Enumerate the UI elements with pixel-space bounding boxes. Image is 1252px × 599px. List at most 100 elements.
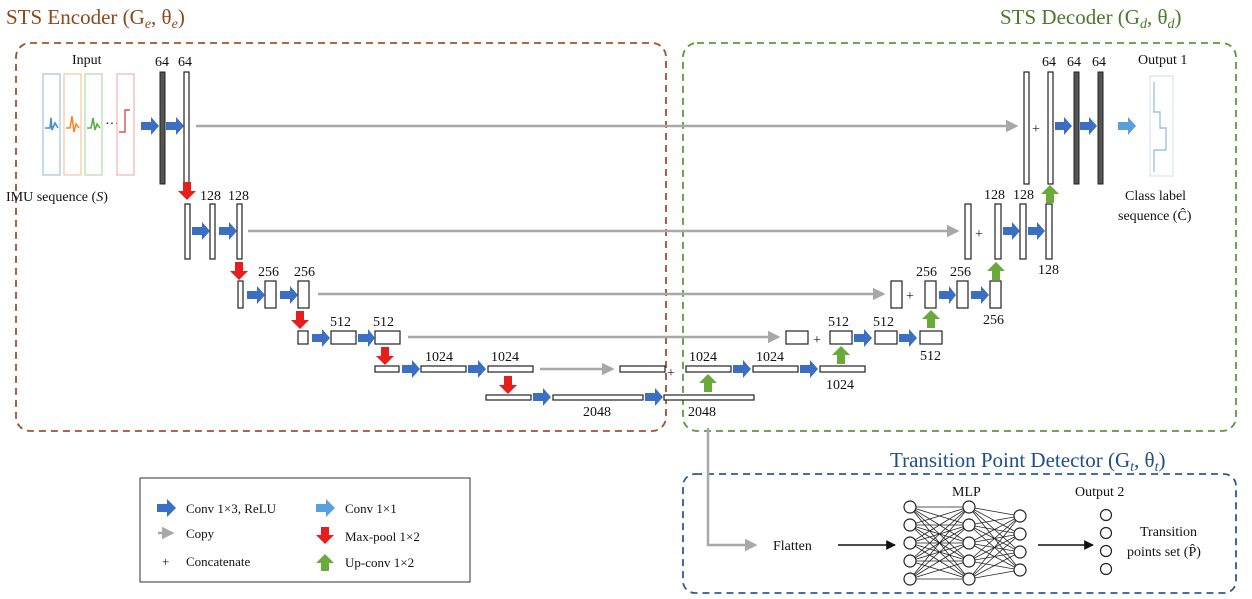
mlp-edge: [909, 542, 970, 580]
decoder-title: STS Decoder (Gd, θd): [1000, 5, 1182, 32]
mlp-node: [1013, 545, 1027, 559]
legend-maxpool-label: Max-pool 1×2: [345, 529, 420, 544]
input-caption: IMU sequence (S): [6, 190, 108, 205]
mlp-node: [1013, 527, 1027, 541]
mlp-edge: [968, 515, 1021, 544]
dec-l3-block-a: [956, 280, 969, 309]
dec-l2-c-label: 128: [1038, 263, 1059, 278]
mlp-edge: [968, 515, 1021, 526]
dec-l5-block-a: [752, 365, 799, 373]
bottom-block-a: [552, 394, 644, 401]
output2-caption-2: points set (P̂): [1127, 543, 1201, 560]
dec-l4-block-up: [829, 330, 853, 345]
bottom-block-b: [663, 394, 755, 401]
enc-l2-block-pool: [184, 203, 191, 260]
dec-l5-a-label: 1024: [689, 350, 717, 365]
dec-l2-block-copy: [964, 203, 972, 260]
legend-concat-label: Concatenate: [186, 554, 250, 569]
enc-l2-block-b: [236, 203, 243, 260]
dec-l1-plus: +: [1032, 122, 1040, 137]
legend-concat-icon: +: [162, 554, 169, 569]
dec-l2-b-label: 128: [1013, 188, 1034, 203]
dec-l1-block-copy: [1023, 71, 1030, 185]
copy-connections: [196, 119, 1019, 552]
input-label: Input: [72, 53, 102, 68]
dec-l4-b-label: 512: [873, 315, 894, 330]
enc-l4-block-b: [374, 330, 401, 345]
enc-l5-b-label: 1024: [491, 350, 519, 365]
dec-l5-b-label: 1024: [756, 350, 784, 365]
enc-l2-a-label: 128: [200, 189, 221, 204]
enc-l3-block-a: [264, 280, 277, 309]
enc-l4-block-pool: [297, 330, 309, 345]
bottom-a-label: 2048: [583, 405, 611, 420]
mlp-node: [903, 536, 917, 550]
mlp-node: [903, 518, 917, 532]
mlp-label: MLP: [952, 485, 981, 500]
mlp-edge: [909, 506, 970, 562]
input-imu-channels: ···: [42, 73, 135, 176]
dec-l1-block-up: [1047, 71, 1054, 185]
enc-l3-a-label: 256: [258, 265, 279, 280]
legend-conv1-label: Conv 1×1: [345, 501, 397, 516]
enc-l1-block-a: [159, 71, 166, 185]
dec-l4-block-a: [874, 330, 898, 345]
decoder-region: [682, 42, 1237, 432]
dec-l1-block-a: [1073, 71, 1080, 185]
dec-l3-block-b: [989, 280, 1002, 309]
mlp-node: [903, 572, 917, 586]
dec-l4-block-b: [919, 330, 943, 345]
dec-l2-block-a: [1019, 203, 1027, 260]
dec-l1-block-b: [1097, 71, 1104, 185]
conv3-arrows: [141, 117, 1097, 406]
enc-l4-b-label: 512: [373, 315, 394, 330]
legend-upconv-label: Up-conv 1×2: [345, 555, 414, 570]
dec-l4-plus: +: [813, 333, 821, 348]
dec-l3-c-label: 256: [983, 313, 1004, 328]
maxpool-arrows: [178, 182, 517, 394]
dec-l3-block-up: [924, 280, 937, 309]
encoder-title: STS Encoder (Ge, θe): [6, 5, 185, 32]
tpd-region: [682, 473, 1237, 594]
dec-l2-a-label: 128: [984, 188, 1005, 203]
mlp-edge: [968, 533, 1021, 580]
mlp-edge: [968, 506, 1021, 517]
mlp-network: [903, 500, 1027, 586]
mlp-node: [962, 536, 976, 550]
encoder-region: [15, 42, 667, 432]
output2-nodes: [1099, 508, 1113, 576]
mlp-node: [903, 500, 917, 514]
legend-conv3-icon: [157, 499, 176, 517]
dec-l3-b-label: 256: [950, 265, 971, 280]
legend-upconv-icon: [316, 554, 334, 571]
mlp-edge: [968, 515, 1021, 580]
enc-l2-b-label: 128: [228, 189, 249, 204]
mlp-edge: [968, 515, 1021, 562]
dec-l5-block-up: [685, 365, 732, 373]
dec-l5-block-copy: [619, 365, 666, 373]
legend: Conv 1×3, ReLU Copy + Concatenate Conv 1…: [157, 499, 420, 571]
output2-caption-1: Transition: [1140, 525, 1197, 540]
mlp-node: [962, 554, 976, 568]
dec-l4-block-copy: [785, 330, 809, 345]
mlp-node: [962, 572, 976, 586]
dec-l1-b-label: 64: [1067, 55, 1081, 70]
mlp-node: [903, 554, 917, 568]
enc-l4-block-a: [330, 330, 357, 345]
conv1-arrow: [1118, 117, 1136, 135]
output1-sequence-plot: [1149, 75, 1174, 177]
dec-l3-block-copy: [890, 280, 903, 309]
mlp-edge: [968, 551, 1021, 580]
enc-l5-block-a: [420, 365, 467, 373]
enc-l3-block-pool: [237, 280, 244, 309]
mlp-edge: [968, 569, 1021, 580]
dec-l1-a-label: 64: [1042, 55, 1056, 70]
dec-l3-plus: +: [906, 289, 914, 304]
upconv-arrows: [699, 185, 1059, 392]
dec-l4-a-label: 512: [828, 315, 849, 330]
mlp-node: [962, 518, 976, 532]
output1-label: Output 1: [1138, 53, 1187, 68]
mlp-edge: [909, 506, 970, 526]
enc-l2-block-a: [209, 203, 216, 260]
